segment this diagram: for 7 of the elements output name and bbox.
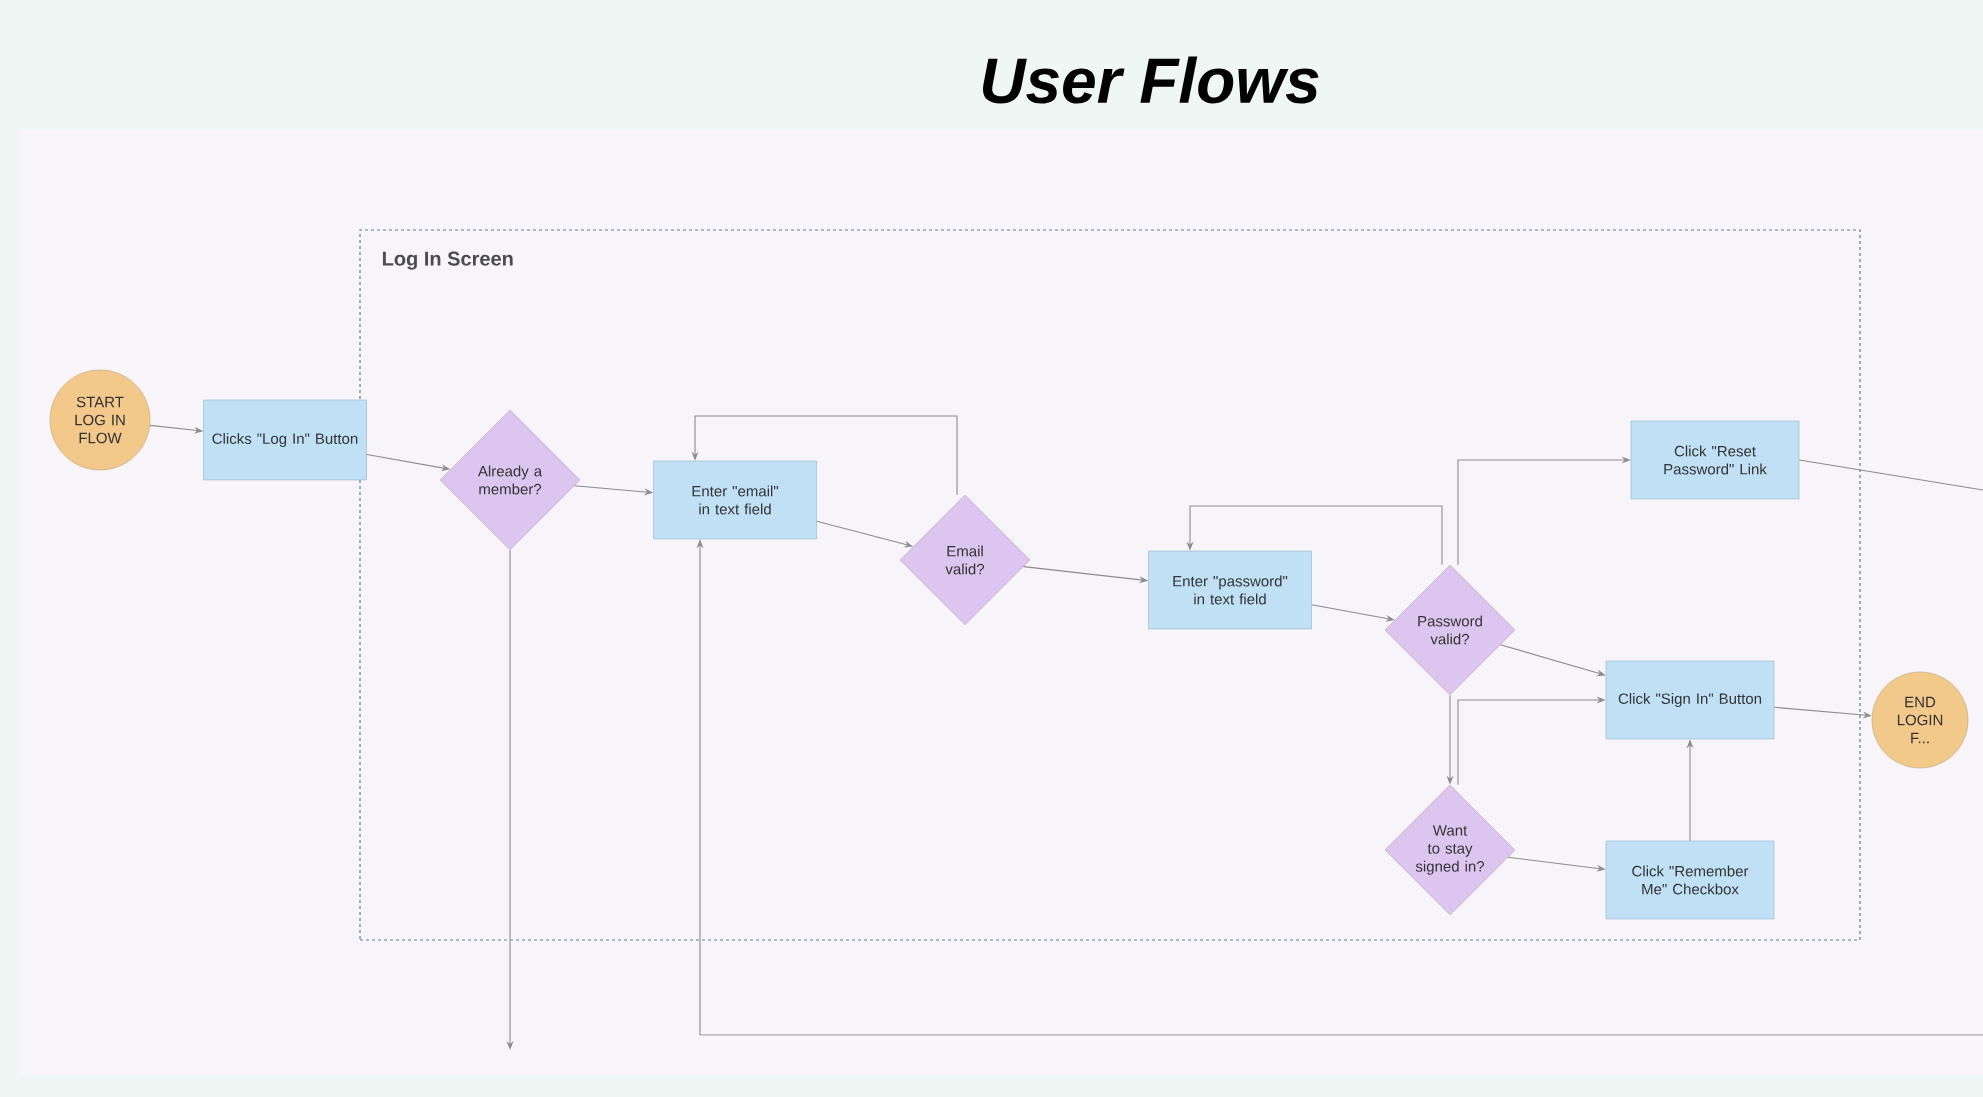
title: User Flows bbox=[983, 56, 1319, 104]
process-box: Enter "email" in text field bbox=[653, 460, 817, 540]
process-box: Enter "password" in text field bbox=[1148, 550, 1312, 630]
process-box: Click "Reset Password" Link bbox=[1630, 420, 1800, 500]
process-box: Click "Remember Me" Checkbox bbox=[1605, 840, 1775, 920]
process-box: Click "Sign In" Button bbox=[1605, 660, 1775, 740]
process-box: Clicks "Log In" Button bbox=[203, 399, 367, 481]
